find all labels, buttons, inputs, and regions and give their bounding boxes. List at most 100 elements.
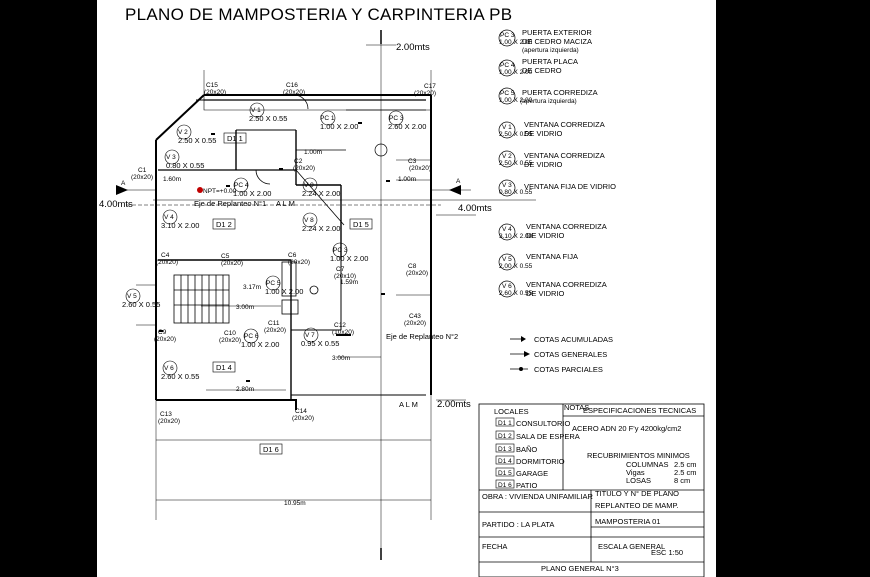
cota-general: COTAS GENERALES (534, 350, 607, 359)
column-size: (20x20) (219, 337, 241, 344)
legend-code: V 3 (502, 182, 512, 189)
opening-code: PC 4 (234, 182, 249, 189)
column-size: (20x20) (293, 165, 315, 172)
local-code: D1 3 (498, 446, 512, 453)
legend-desc: (apertura izquierda) (520, 98, 577, 105)
column-size: (20x20) (204, 89, 226, 96)
legend-desc: VENTANA FIJA DE VIDRIO (524, 182, 616, 191)
cota-acumulada: COTAS ACUMULADAS (534, 335, 613, 344)
opening-code: V 1 (251, 107, 261, 114)
opening-code: V 2 (178, 129, 188, 136)
partido: PARTIDO : LA PLATA (482, 520, 554, 529)
opening-dims: 2.60 X 0.55 (122, 300, 160, 309)
legend-code: PC 5 (500, 90, 515, 97)
legend-desc: PUERTA PLACA (522, 57, 578, 66)
axis-alm-b: A L M (399, 400, 418, 409)
column-size: (20x20) (221, 260, 243, 267)
legend-desc: DE VIDRIO (526, 231, 565, 240)
opening-dims: 1.00 X 2.00 (265, 287, 303, 296)
opening-dims: 3.10 X 2.00 (161, 221, 199, 230)
dim-317: 3.17m (243, 284, 261, 291)
column-size: (20x20) (131, 174, 153, 181)
notas-row-value: 2.5 cm (674, 460, 697, 469)
mamposteria: MAMPOSTERIA 01 (595, 517, 660, 526)
cota-parcial: COTAS PARCIALES (534, 365, 603, 374)
locales-header: LOCALES (494, 407, 529, 416)
legend-code: PC 3 (500, 32, 515, 39)
opening-dims: 2.24 X 2.00 (302, 189, 340, 198)
column-size: (20x20) (158, 418, 180, 425)
column-label: C6 (288, 252, 297, 259)
column-label: C15 (206, 82, 218, 89)
column-size: (20x20) (409, 165, 431, 172)
opening-code: V 7 (305, 332, 315, 339)
opening-dims: 2.24 X 2.00 (302, 224, 340, 233)
notas-header: NOTAS (564, 403, 589, 412)
opening-dims: 1.00 X 2.00 (330, 254, 368, 263)
legend-desc: DE VIDRIO (524, 160, 563, 169)
opening-dims: 0.80 X 0.55 (166, 161, 204, 170)
legend-desc: DE VIDRIO (526, 289, 565, 298)
legend-desc: VENTANA CORREDIZA (524, 151, 605, 160)
legend-desc: (apertura izquierda) (522, 47, 579, 54)
opening-code: PC 6 (244, 333, 259, 340)
opening-dims: 2.60 X 0.55 (161, 372, 199, 381)
opening-code: PC 3 (389, 115, 404, 122)
npt-level: NPT=+0.00 (203, 188, 237, 195)
local-name: GARAGE (516, 469, 548, 478)
column-label: C17 (424, 83, 436, 90)
opening-dims: 2.60 X 2.00 (388, 122, 426, 131)
opening-code: PC 3 (333, 247, 348, 254)
opening-dims: 1.00 X 2.00 (241, 340, 279, 349)
axis-eje-2: Eje de Replanteo N°2 (386, 332, 458, 341)
column-size: (20x20) (404, 320, 426, 327)
column-label: C8 (408, 263, 417, 270)
notas-acero: ACERO ADN 20 F'y 4200kg/cm2 (572, 424, 681, 433)
plan-openings: V 12.50 X 0.55 PC 11.00 X 2.00 PC 32.60 … (122, 107, 426, 381)
column-size: (20x20) (156, 259, 178, 266)
legend-dims: 2.00 X 0.55 (499, 263, 533, 270)
column-size: (20x20) (288, 259, 310, 266)
column-label: C11 (268, 320, 280, 327)
legend-dims: 1.00 X 2.00 (499, 39, 533, 46)
notas-rec: RECUBRIMIENTOS MINIMOS (587, 451, 690, 460)
local-code: D1 6 (498, 482, 512, 489)
column-label: C43 (409, 313, 421, 320)
dim-160: 1.60m (163, 176, 181, 183)
local-name: DORMITORIO (516, 457, 565, 466)
obra: OBRA : VIVIENDA UNIFAMILIAR (482, 492, 593, 501)
column-label: C13 (160, 411, 172, 418)
dim-300-b: 3.00m (332, 355, 350, 362)
room-tag: D1 2 (216, 220, 232, 229)
legend-dims: 1.00 X 2.00 (499, 97, 533, 104)
legend-dims: 2.50 X 0.55 (499, 160, 533, 167)
room-tag: D1 5 (353, 220, 369, 229)
local-code: D1 1 (498, 420, 512, 427)
opening-code: V 3 (166, 154, 176, 161)
column-size: (20x10) (334, 273, 356, 280)
dim-1095: 10.95m (284, 500, 306, 507)
legend-code: V 1 (502, 124, 512, 131)
notas-spec: ESPECIFICACIONES TECNICAS (583, 406, 696, 415)
legend-desc: DE CEDRO (522, 66, 562, 75)
column-size: (20x20) (414, 90, 436, 97)
plano-general: PLANO GENERAL N°3 (541, 564, 619, 573)
legend-desc: VENTANA CORREDIZA (524, 120, 605, 129)
legend-desc: VENTANA CORREDIZA (526, 222, 607, 231)
drawing-title: PLANO DE MAMPOSTERIA Y CARPINTERIA PB (125, 5, 512, 24)
local-name: PATIO (516, 481, 538, 490)
opening-dims: 2.50 X 0.55 (178, 136, 216, 145)
legend-code: V 4 (502, 226, 512, 233)
notas-row-value: 2.5 cm (674, 468, 697, 477)
legend-desc: PUERTA CORREDIZA (522, 88, 598, 97)
legend-code: V 5 (502, 256, 512, 263)
column-size: (20x20) (154, 336, 176, 343)
legend-desc: VENTANA FIJA (526, 252, 578, 261)
notas-row-key: COLUMNAS (626, 460, 669, 469)
opening-code: V 4 (164, 214, 174, 221)
local-code: D1 2 (498, 433, 512, 440)
column-labels: C15(20x20) C16(20x20) C17(20x20) C1(20x2… (131, 82, 436, 425)
local-code: D1 5 (498, 470, 512, 477)
dim-top: 2.00mts (396, 42, 430, 53)
opening-code: V 6 (164, 365, 174, 372)
